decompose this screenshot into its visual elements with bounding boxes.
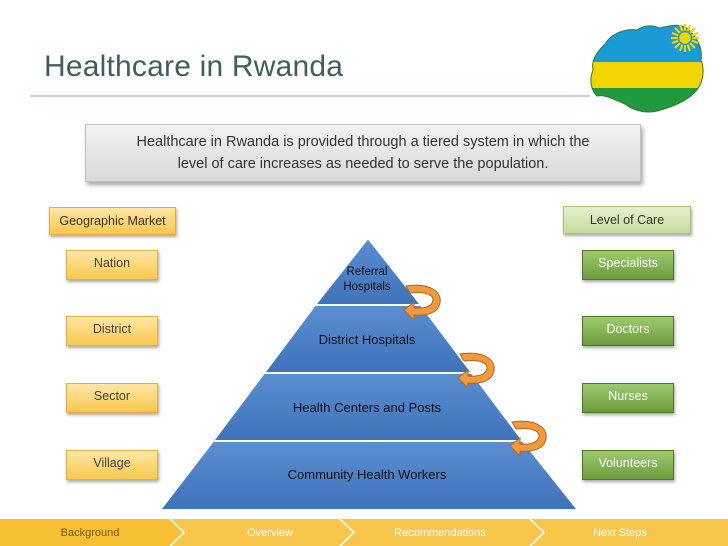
intro-line-2: level of care increases as needed to ser… xyxy=(177,156,549,172)
escalation-arrow-icon xyxy=(403,284,441,320)
escalation-arrow-icon xyxy=(457,352,495,388)
nav-recommendations[interactable]: Recommendations xyxy=(394,527,486,539)
nav-background[interactable]: Background xyxy=(60,527,120,539)
rwanda-map-icon xyxy=(590,24,704,113)
level-of-care-header: Level of Care xyxy=(563,206,691,234)
geographic-market-header: Geographic Market xyxy=(49,207,176,235)
geo-item-nation: Nation xyxy=(66,250,158,280)
slide-title: Healthcare in Rwanda xyxy=(44,50,344,83)
care-item-volunteers: Volunteers xyxy=(582,450,674,480)
nav-overview[interactable]: Overview xyxy=(247,527,293,539)
tier-label-health-centers: Health Centers and Posts xyxy=(292,400,442,415)
tier-label-referral: Referral Hospitals xyxy=(343,266,391,293)
care-item-specialists: Specialists xyxy=(582,250,674,280)
title-divider xyxy=(30,95,590,97)
intro-callout: Healthcare in Rwanda is provided through… xyxy=(85,124,641,182)
geo-item-village: Village xyxy=(66,450,158,480)
tier-label-community: Community Health Workers xyxy=(287,467,447,482)
sun-icon xyxy=(671,24,699,52)
care-pyramid xyxy=(157,236,581,511)
nav-chevrons xyxy=(0,519,546,546)
pyramid-tier-community xyxy=(157,440,581,511)
nav-next-steps[interactable]: Next Steps xyxy=(593,527,647,539)
geo-item-district: District xyxy=(66,316,158,346)
escalation-arrow-icon xyxy=(509,420,547,456)
care-item-nurses: Nurses xyxy=(582,383,674,413)
tier-label-district: District Hospitals xyxy=(318,332,416,347)
intro-line-1: Healthcare in Rwanda is provided through… xyxy=(136,134,590,150)
care-item-doctors: Doctors xyxy=(582,316,674,346)
geo-item-sector: Sector xyxy=(66,383,158,413)
